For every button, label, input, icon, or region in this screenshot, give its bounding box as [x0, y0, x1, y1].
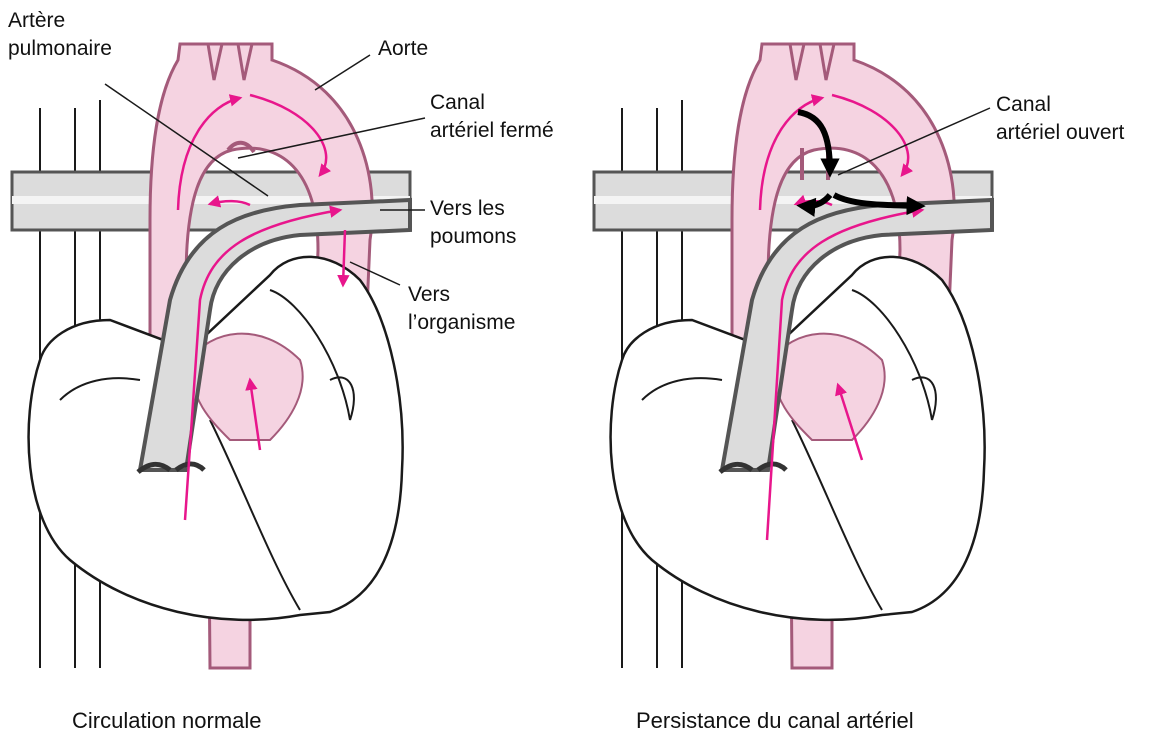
label-ductus-closed-line1: Canal — [430, 90, 485, 116]
caption-pda: Persistance du canal artériel — [636, 708, 914, 731]
label-ductus-closed-line2: artériel fermé — [430, 118, 554, 144]
label-aorta: Aorte — [378, 36, 428, 62]
label-pulmonary-artery-line2: pulmonaire — [8, 36, 112, 62]
caption-normal: Circulation normale — [72, 708, 262, 731]
label-to-lungs-line1: Vers les — [430, 196, 505, 222]
label-to-lungs-line2: poumons — [430, 224, 516, 250]
normal-heart-diagram — [12, 44, 410, 668]
label-to-body-line2: l’organisme — [408, 310, 515, 336]
label-ductus-open-line2: artériel ouvert — [996, 120, 1124, 146]
label-ductus-open-line1: Canal — [996, 92, 1051, 118]
pda-heart-diagram — [594, 44, 992, 668]
label-to-body-line1: Vers — [408, 282, 450, 308]
label-pulmonary-artery-line1: Artère — [8, 8, 65, 34]
